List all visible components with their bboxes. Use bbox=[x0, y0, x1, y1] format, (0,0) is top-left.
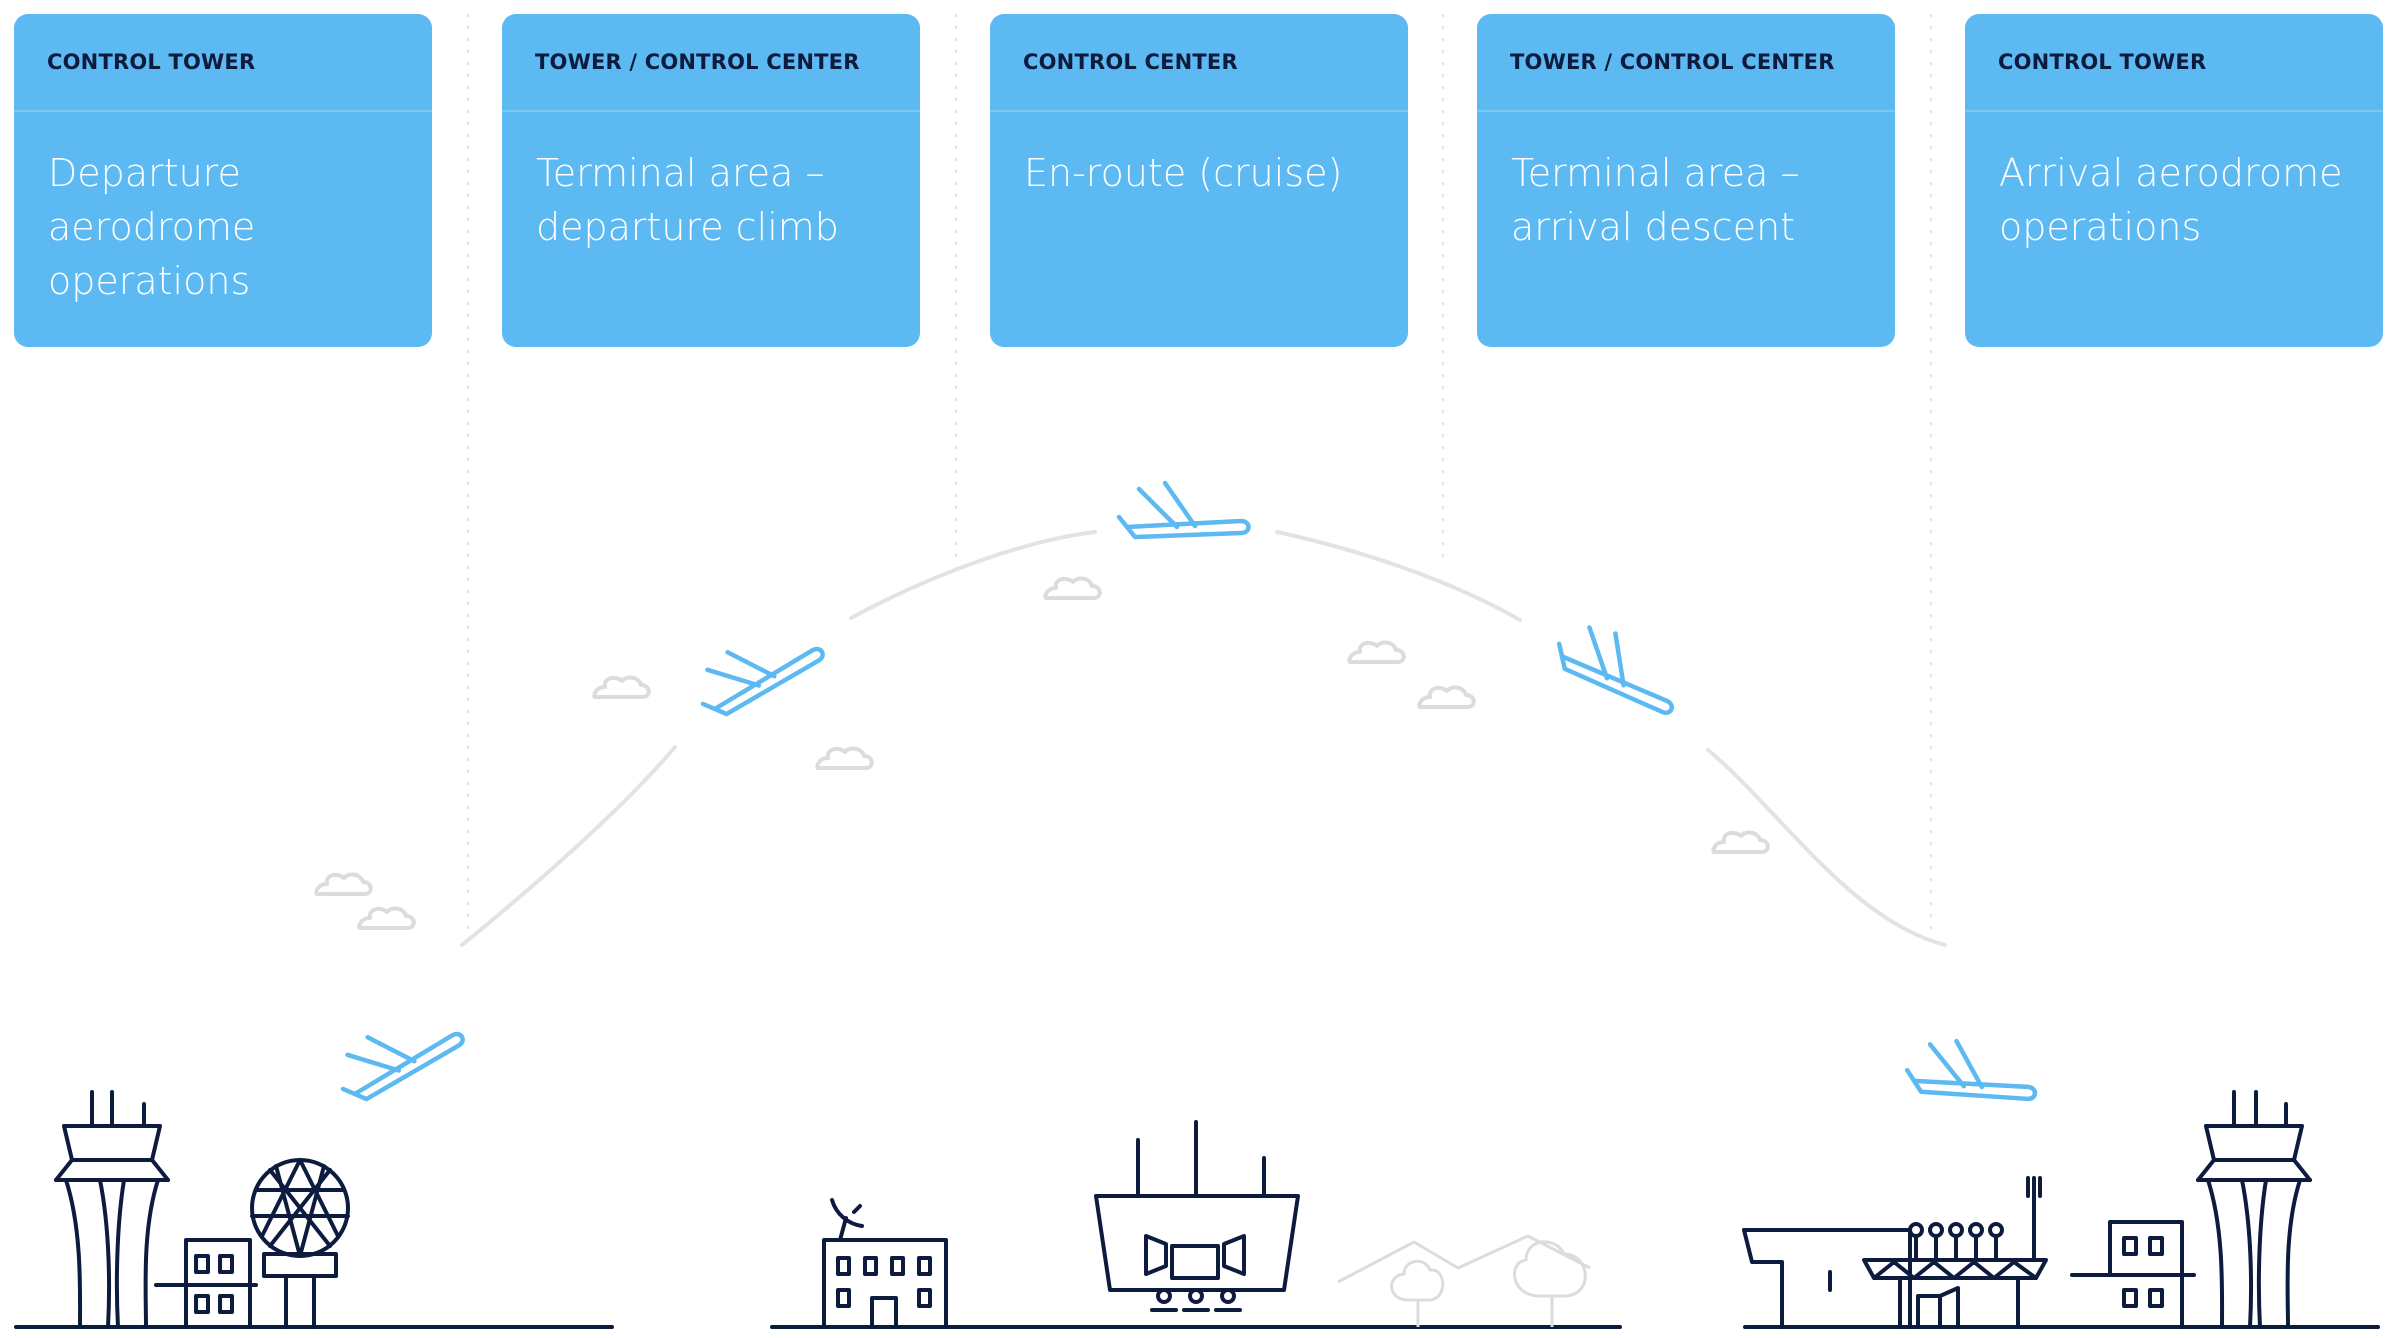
phase-title-line: Terminal area – bbox=[536, 151, 825, 195]
phase-title: Arrival aerodrome operations bbox=[1965, 112, 2383, 254]
phase-authority: TOWER / CONTROL CENTER bbox=[1477, 14, 1895, 112]
phase-card-en-route: CONTROL CENTER En-route (cruise) bbox=[990, 14, 1408, 347]
phase-title: En-route (cruise) bbox=[990, 112, 1408, 200]
phase-authority: TOWER / CONTROL CENTER bbox=[502, 14, 920, 112]
phase-title: Departure aerodrome operations bbox=[14, 112, 432, 308]
flight-path bbox=[460, 530, 1947, 947]
phase-card-arrival-aerodrome: CONTROL TOWER Arrival aerodrome operatio… bbox=[1965, 14, 2383, 347]
mountains-trees-icon bbox=[1337, 1234, 1591, 1327]
phase-card-terminal-arrival: TOWER / CONTROL CENTER Terminal area – a… bbox=[1477, 14, 1895, 347]
phase-card-departure-aerodrome: CONTROL TOWER Departure aerodrome operat… bbox=[14, 14, 432, 347]
phase-title-line: Arrival aerodrome bbox=[1999, 151, 2343, 195]
phase-title-line: Departure bbox=[48, 151, 241, 195]
phase-authority: CONTROL TOWER bbox=[14, 14, 432, 112]
phase-title-line: arrival descent bbox=[1511, 205, 1796, 249]
airplane-icon bbox=[1119, 483, 1249, 537]
terminal-building-icon bbox=[2070, 1220, 2196, 1329]
phase-title-line: operations bbox=[48, 259, 251, 303]
terminal-building-icon bbox=[1862, 1176, 2048, 1329]
control-tower-icon bbox=[2196, 1090, 2312, 1329]
area-control-building-icon bbox=[822, 1198, 948, 1329]
phase-title-line: En-route (cruise) bbox=[1024, 151, 1343, 195]
phase-title: Terminal area – departure climb bbox=[502, 112, 920, 254]
phase-title: Terminal area – arrival descent bbox=[1477, 112, 1895, 254]
phase-title-line: Terminal area – bbox=[1511, 151, 1800, 195]
phase-authority: CONTROL TOWER bbox=[1965, 14, 2383, 112]
phase-title-line: departure climb bbox=[536, 205, 839, 249]
phase-title-line: aerodrome bbox=[48, 205, 256, 249]
airplane-icon bbox=[327, 998, 467, 1106]
airplane-icon bbox=[1550, 613, 1690, 718]
control-room-icon bbox=[1094, 1120, 1300, 1312]
phase-divider-lines bbox=[467, 14, 1932, 930]
phase-authority: CONTROL CENTER bbox=[990, 14, 1408, 112]
cloud-icon bbox=[314, 576, 1770, 930]
terminal-building-icon bbox=[154, 1238, 258, 1329]
phase-card-terminal-departure: TOWER / CONTROL CENTER Terminal area – d… bbox=[502, 14, 920, 347]
airplane-icon bbox=[687, 613, 827, 721]
airplane-icon bbox=[1905, 1036, 2039, 1103]
radar-dome-icon bbox=[250, 1158, 350, 1329]
phase-title-line: operations bbox=[1999, 205, 2202, 249]
control-tower-icon bbox=[54, 1090, 170, 1329]
